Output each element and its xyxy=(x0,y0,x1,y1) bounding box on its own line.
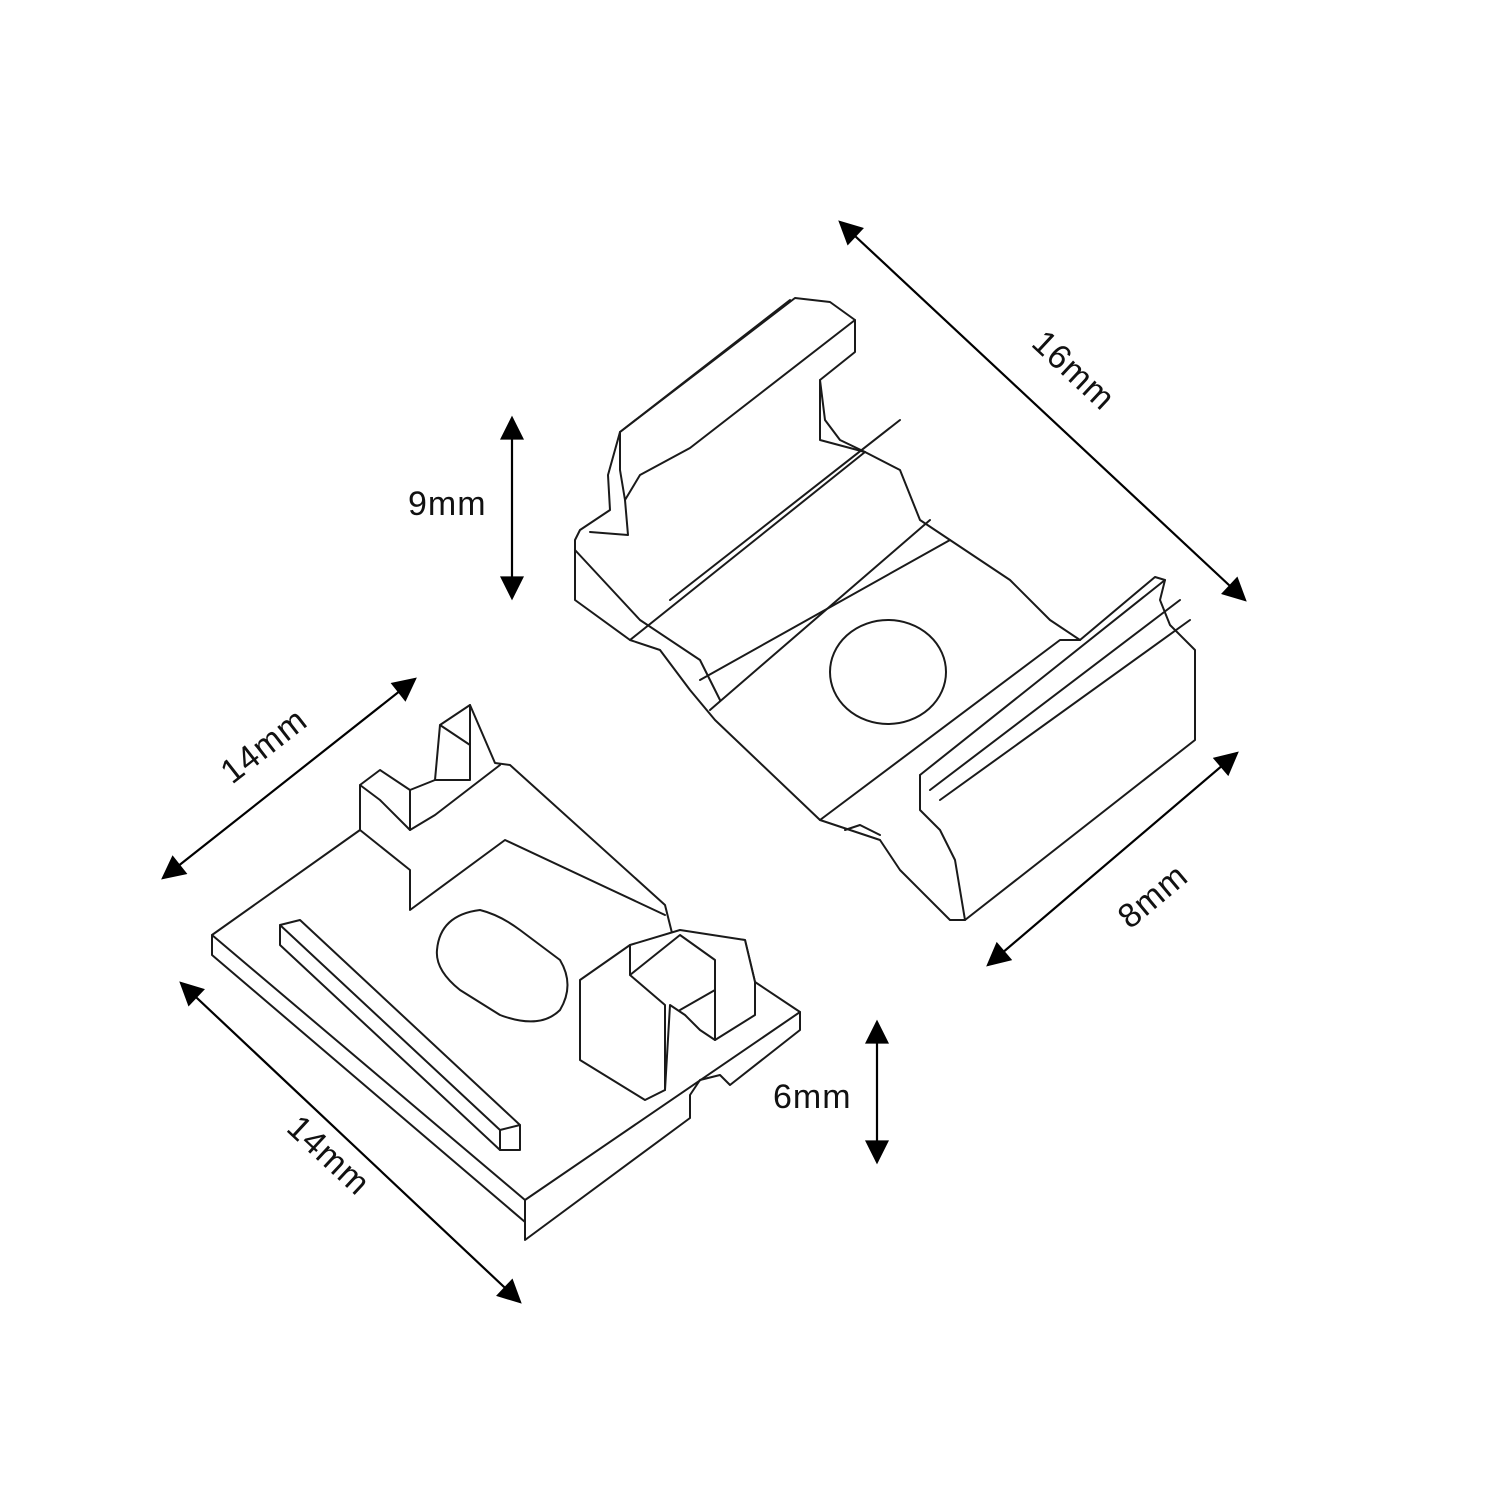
dimension-label: 14mm xyxy=(214,701,315,792)
dimension-label: 9mm xyxy=(408,485,487,523)
dimension-arrow xyxy=(179,981,522,1304)
dimension-label: 16mm xyxy=(1025,323,1123,418)
dimension-arrow xyxy=(838,220,1247,602)
dimension-label: 8mm xyxy=(1111,857,1196,937)
dimension-arrow xyxy=(161,677,417,880)
end-cap xyxy=(211,704,801,1241)
dimension-9mm: 9mm xyxy=(408,415,524,601)
clip-screw-hole xyxy=(829,619,947,725)
dimension-label: 6mm xyxy=(773,1078,852,1116)
dimension-arrow xyxy=(986,751,1239,967)
dimension-6mm: 6mm xyxy=(773,1019,889,1165)
